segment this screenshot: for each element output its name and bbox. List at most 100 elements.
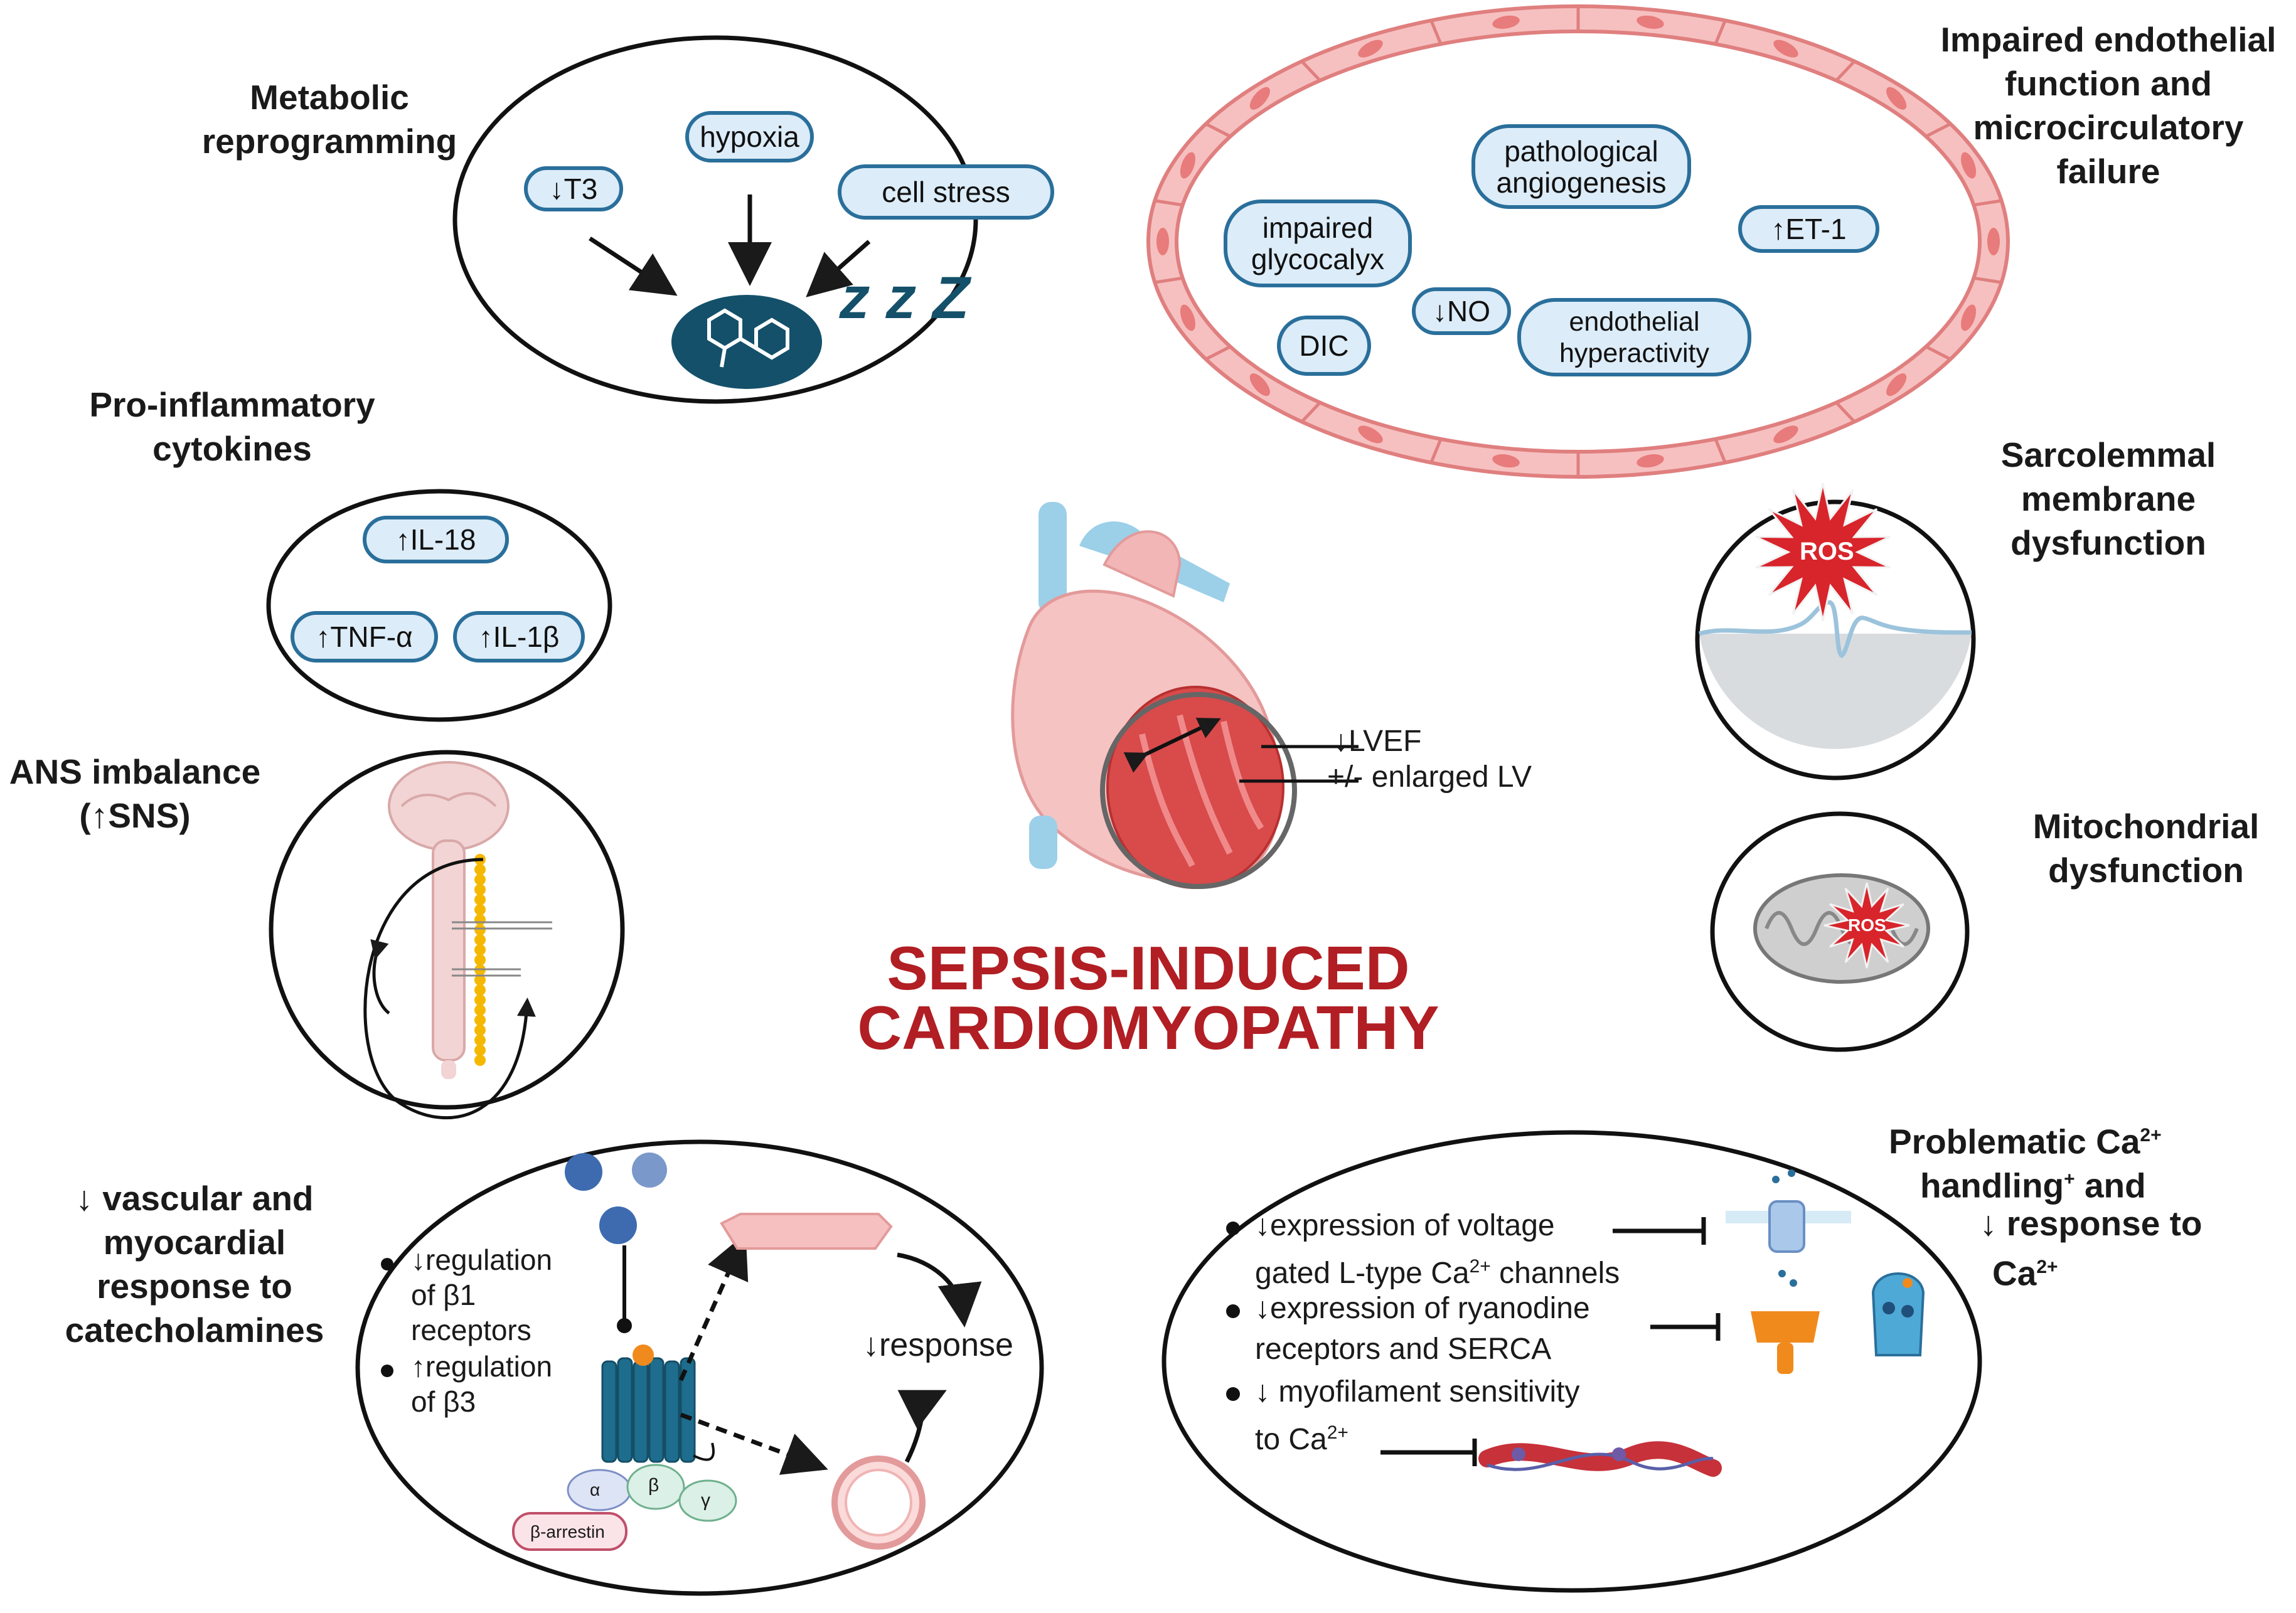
vessel-cell-border [1925, 345, 1952, 361]
mitochondrial-ellipse [1710, 811, 1970, 1052]
arrow-cell-stress [806, 240, 871, 297]
no-pill: ↓NO [1412, 287, 1511, 335]
vessel-nucleus [1180, 304, 1195, 331]
ros-star-burst [1755, 482, 1891, 622]
ganglion-dot [474, 884, 486, 895]
brain-spine-icon [388, 761, 510, 1079]
cell-stress-pill: cell stress [838, 164, 1054, 220]
dic-pill: DIC [1277, 316, 1371, 376]
vessel-nucleus [1987, 228, 2000, 255]
ros-label-sarcolemmal: ROS [1800, 538, 1854, 565]
mitochondrial-heading: Mitochondrial dysfunction [2032, 807, 2260, 890]
vessel-cell-border [1714, 19, 1727, 45]
l-type-channel-icon [1726, 1169, 1851, 1287]
g-beta [626, 1464, 685, 1510]
impaired-glycocalyx-pill: impaired glycocalyx [1224, 200, 1412, 287]
g-gamma-label: γ [701, 1490, 710, 1511]
vessel-cell-border [1925, 122, 1952, 138]
vessel-nucleus [1492, 454, 1520, 468]
arrestin-label: β-arrestin [530, 1522, 605, 1541]
receptor-icon [601, 1357, 696, 1463]
enlarged-lv-label: +/- enlarged LV [1327, 760, 1532, 794]
vessel-nucleus [1180, 152, 1195, 179]
metabolic-heading: Metabolic reprogramming [201, 78, 457, 161]
heart-icon [1011, 502, 1284, 889]
sarcolemmal-circle [1695, 499, 1976, 780]
calcium-heading-line1: Problematic Ca2+ [1889, 1122, 2162, 1161]
vessel-nucleus [1249, 87, 1270, 110]
vessel-cell-border [1300, 401, 1322, 423]
diagram-title-line1: SEPSIS-INDUCED [887, 934, 1410, 1003]
calcium-bullet2-line2: receptors and SERCA [1255, 1333, 1552, 1366]
ligand-2 [632, 1153, 667, 1188]
ligand-binding-dot [617, 1318, 632, 1333]
lvef-label: ↓LVEF [1333, 725, 1422, 758]
ans-ellipse [269, 750, 625, 1110]
et1-pill: ↑ET-1 [1738, 205, 1879, 253]
vessel-nucleus [1358, 425, 1383, 444]
calcium-heading-line2: handling+ and [1920, 1166, 2146, 1205]
vessel-cell-border [1714, 438, 1727, 464]
sleep-icon: z z Z [833, 265, 978, 331]
il1b-pill: ↑IL-1β [453, 611, 585, 663]
ganglion-dot [474, 874, 486, 885]
ans-heading: ANS imbalance (↑SNS) [9, 752, 261, 835]
tnf-alpha-pill: ↑TNF-α [291, 611, 438, 663]
beta3-bullet: ↑regulation of β3 [411, 1350, 553, 1418]
ganglion-dot [474, 1014, 486, 1026]
calcium-bullet3-line1: ↓ myofilament sensitivity [1255, 1375, 1580, 1408]
vessel-nucleus [1637, 454, 1664, 468]
vessel-nucleus [1637, 15, 1664, 29]
catecholamine-ellipse [355, 1139, 1044, 1596]
ganglion-dot [474, 894, 486, 905]
catecholamines-heading: ↓ vascular and myocardial response to ca… [65, 1179, 324, 1349]
ganglion-dot [474, 954, 486, 966]
vessel-nucleus [1961, 152, 1977, 179]
beta1-bullet: ↓regulation of β1 receptors [411, 1243, 553, 1346]
calcium-heading-line3: ↓ response to [1980, 1204, 2203, 1243]
sarcolemmal-heading: Sarcolemmal membrane dysfunction [2000, 435, 2216, 562]
ligand-3 [599, 1206, 637, 1244]
g-gamma [678, 1479, 737, 1522]
response-label: ↓response [863, 1327, 1013, 1363]
myocyte-icon [720, 1213, 893, 1250]
sympathetic-chain-icon [474, 854, 486, 1066]
ganglion-dot [474, 1055, 486, 1066]
membrane-fill [1699, 634, 1972, 749]
ryanodine-receptor-icon [1751, 1311, 1820, 1374]
lv-dimension-arrow [1123, 718, 1221, 773]
heart-zoom-circle [1100, 692, 1297, 889]
calcium-heading-line4: Ca2+ [1992, 1254, 2058, 1293]
receptor-ligand-icon [633, 1344, 654, 1366]
ganglion-dot [474, 1035, 486, 1046]
pathological-angiogenesis-pill: pathological angiogenesis [1471, 124, 1691, 209]
ganglion-dot [474, 914, 486, 925]
dashed-arrow-up [678, 1233, 749, 1381]
response-arrow-2 [897, 1390, 947, 1463]
vessel-nuclei [1155, 6, 2002, 477]
calcium-bullet1-line2: gated L-type Ca2+ channels [1255, 1256, 1620, 1290]
vessel-nucleus [1492, 15, 1520, 29]
vessel-nucleus [1886, 87, 1907, 110]
ganglion-dot [474, 934, 486, 945]
ans-cycle-arrow [363, 858, 536, 1120]
vessel-nucleus [1249, 373, 1270, 397]
serca-pump-icon [1871, 1272, 1925, 1356]
ganglion-dot [474, 974, 486, 986]
t3-pill: ↓T3 [524, 166, 623, 211]
vessel-nucleus [1961, 304, 1977, 331]
vessel-cell-border [1429, 438, 1443, 464]
ganglion-dot [474, 1025, 486, 1036]
ganglion-dot [474, 904, 486, 915]
ganglion-dot [474, 944, 486, 956]
membrane-line [1699, 600, 1972, 658]
hypoxia-pill: hypoxia [685, 111, 814, 162]
vessel-nucleus [1886, 373, 1907, 397]
vessel-cell-border [1835, 60, 1856, 82]
g-alpha-label: α [590, 1480, 601, 1499]
vessel-cell-border [1205, 345, 1231, 361]
calcium-bullet2-line1: ↓expression of ryanodine [1255, 1292, 1590, 1325]
response-arrow-1 [897, 1252, 982, 1328]
